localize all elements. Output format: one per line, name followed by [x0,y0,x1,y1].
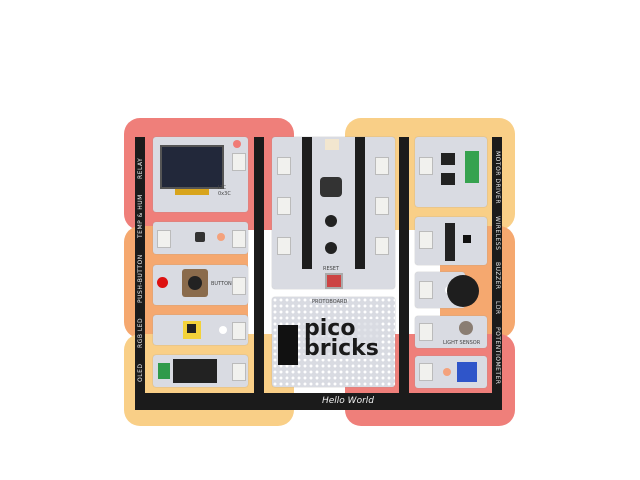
label-temp-hum: TEMP & HUM [137,194,144,239]
oled-address: I2C 0x3C [218,185,231,197]
label-ldr: LDR [494,301,501,315]
left-strip [135,137,145,410]
label-buzzer: BUZZER [494,261,501,290]
mid-right-strip [399,137,409,410]
oled-screen [160,145,224,189]
potentiometer-knob[interactable] [457,362,477,382]
temp-hum-module [153,315,248,345]
pico-bricks-logo [278,325,298,365]
brand-pico: pico [304,316,356,341]
protoboard: PROTOBOARD pico bricks [272,297,395,387]
oled-ribbon [175,189,209,195]
rgb-led-module [153,222,248,254]
pico-mainboard: RESET [272,137,395,289]
rgb-led [195,232,205,242]
button-label: BUTTON [211,281,232,287]
label-potentiometer: POTENTIOMETER [494,326,501,385]
reset-label: RESET [323,266,340,272]
label-motor-driver: MOTOR DRIVER [494,150,501,204]
label-relay: RELAY [137,157,144,180]
right-strip-labels: MOTOR DRIVER WIRELESS BUZZER LDR POTENTI… [494,145,501,390]
wireless-module [415,217,487,265]
red-led [157,277,168,288]
label-wireless: WIRELESS [494,215,501,251]
mid-left-strip [254,137,264,410]
connector [232,153,246,171]
reset-button[interactable] [325,273,343,289]
button-module: BUTTON [153,265,248,305]
potentiometer-module [415,356,487,388]
ldr-module: LIGHT SENSOR [415,316,487,348]
protoboard-label: PROTOBOARD [312,299,348,305]
light-sensor-label: LIGHT SENSOR [443,340,481,346]
bottom-strip [135,393,502,410]
hello-world-label: Hello World [322,396,374,406]
motor-driver-module [415,137,487,207]
right-strip [492,137,502,410]
buzzer [447,275,479,307]
label-rgb-led: RGB LED [137,318,144,349]
label-oled: OLED [137,363,144,383]
label-push-button: PUSH-BUTTON [137,253,144,303]
brand-text: pico bricks [304,316,379,361]
oled-module: I2C 0x3C [153,137,248,212]
brand-bricks: bricks [304,336,379,361]
relay-module [153,355,248,387]
left-strip-labels: OLED RGB LED PUSH-BUTTON TEMP & HUM RELA… [137,150,144,390]
push-button[interactable] [182,269,208,297]
